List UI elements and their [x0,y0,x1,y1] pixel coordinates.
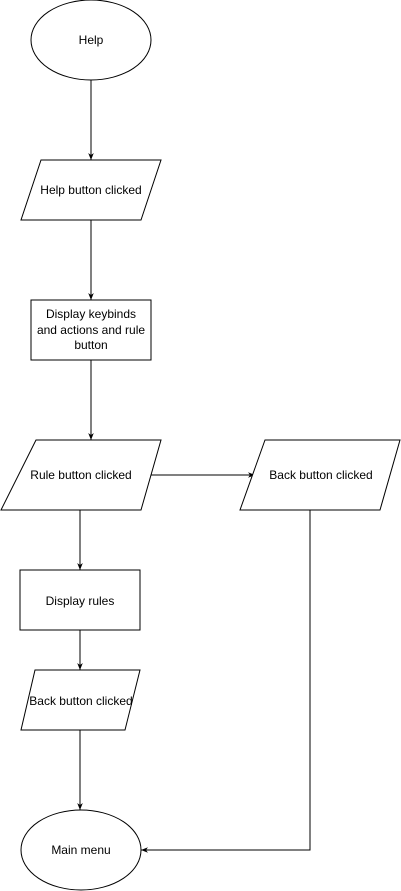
node-help: Help [30,0,152,81]
node-help-shape [30,0,152,81]
node-display-keybinds-label-line-2: and actions and rule [37,323,145,337]
node-display-keybinds-label-line-1: Display keybinds [46,307,136,321]
node-back-button-clicked-lower-shape [20,669,141,731]
node-back-button-clicked-lower-label: Back button clicked [29,694,132,708]
node-help-button-clicked: Help button clicked [20,159,162,221]
node-main-menu-label: Main menu [51,843,110,857]
node-rule-button-clicked: Rule button clicked [0,439,162,511]
node-display-rules-shape [19,569,141,631]
node-help-button-clicked-label: Help button clicked [40,183,141,197]
node-rule-button-clicked-shape [0,439,162,511]
node-display-rules-label: Display rules [46,594,115,608]
edges [77,80,311,853]
node-back-button-clicked-lower: Back button clicked [20,669,141,731]
node-help-button-clicked-shape [20,159,162,221]
node-back-button-clicked-right-shape [239,439,401,511]
node-display-rules: Display rules [19,569,141,631]
node-display-keybinds-shape [30,299,152,361]
node-help-label: Help [79,33,104,47]
node-back-button-clicked-right-label: Back button clicked [269,468,372,482]
node-display-keybinds: Display keybinds and actions and rule bu… [30,299,152,361]
node-display-keybinds-label-line-3: button [74,338,107,352]
edge-back-button-clicked-right-to-main-menu [141,510,311,853]
node-main-menu-shape [20,809,142,891]
node-back-button-clicked-right: Back button clicked [239,439,401,511]
node-main-menu: Main menu [20,809,142,891]
node-rule-button-clicked-label: Rule button clicked [30,468,131,482]
